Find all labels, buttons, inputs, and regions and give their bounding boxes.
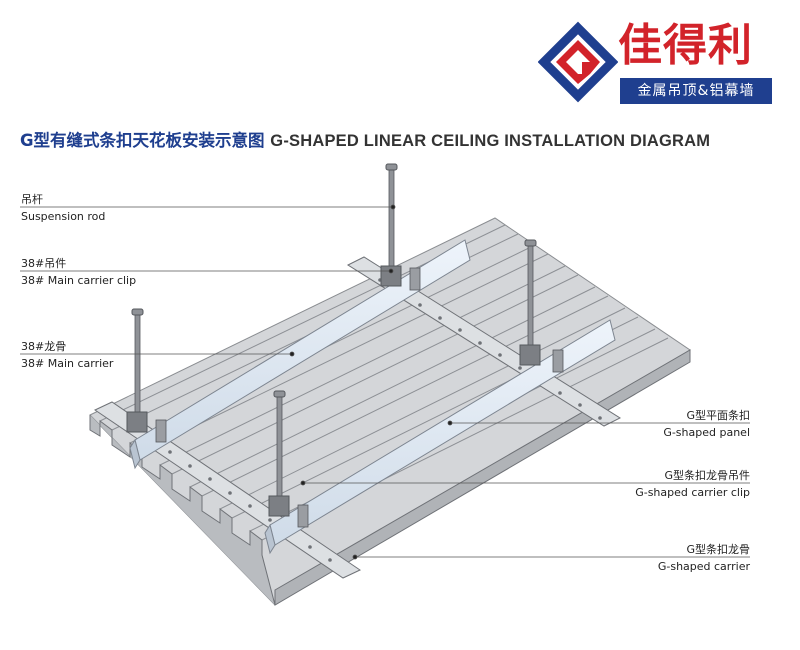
brand-name: 佳得利 xyxy=(618,20,753,71)
page-title: G型有缝式条扣天花板安装示意图 G-SHAPED LINEAR CEILING … xyxy=(20,130,790,152)
main-carriers xyxy=(129,239,616,555)
logo-mark-icon xyxy=(538,21,618,103)
title-cn: G型有缝式条扣天花板安装示意图 xyxy=(20,131,265,150)
leader-lines xyxy=(20,204,750,560)
title-en: G-SHAPED LINEAR CEILING INSTALLATION DIA… xyxy=(270,132,711,150)
label-g-shaped-carrier: G型条扣龙骨 G-shaped carrier xyxy=(657,543,750,573)
label-suspension-rod: 吊杆 Suspension rod xyxy=(21,193,106,223)
carrier-clips xyxy=(155,267,564,528)
label-g-shaped-panel: G型平面条扣 G-shaped panel xyxy=(663,409,750,439)
brand-logo: 佳得利 金属吊顶&铝幕墙 xyxy=(538,18,780,108)
label-main-carrier-clip: 38#吊件 38# Main carrier clip xyxy=(21,257,137,287)
label-main-carrier: 38#龙骨 38# Main carrier xyxy=(21,340,114,370)
suspension-rods xyxy=(126,163,541,517)
brand-tagline: 金属吊顶&铝幕墙 xyxy=(620,78,772,104)
label-g-shaped-carrier-clip: G型条扣龙骨吊件 G-shaped carrier clip xyxy=(635,469,750,499)
